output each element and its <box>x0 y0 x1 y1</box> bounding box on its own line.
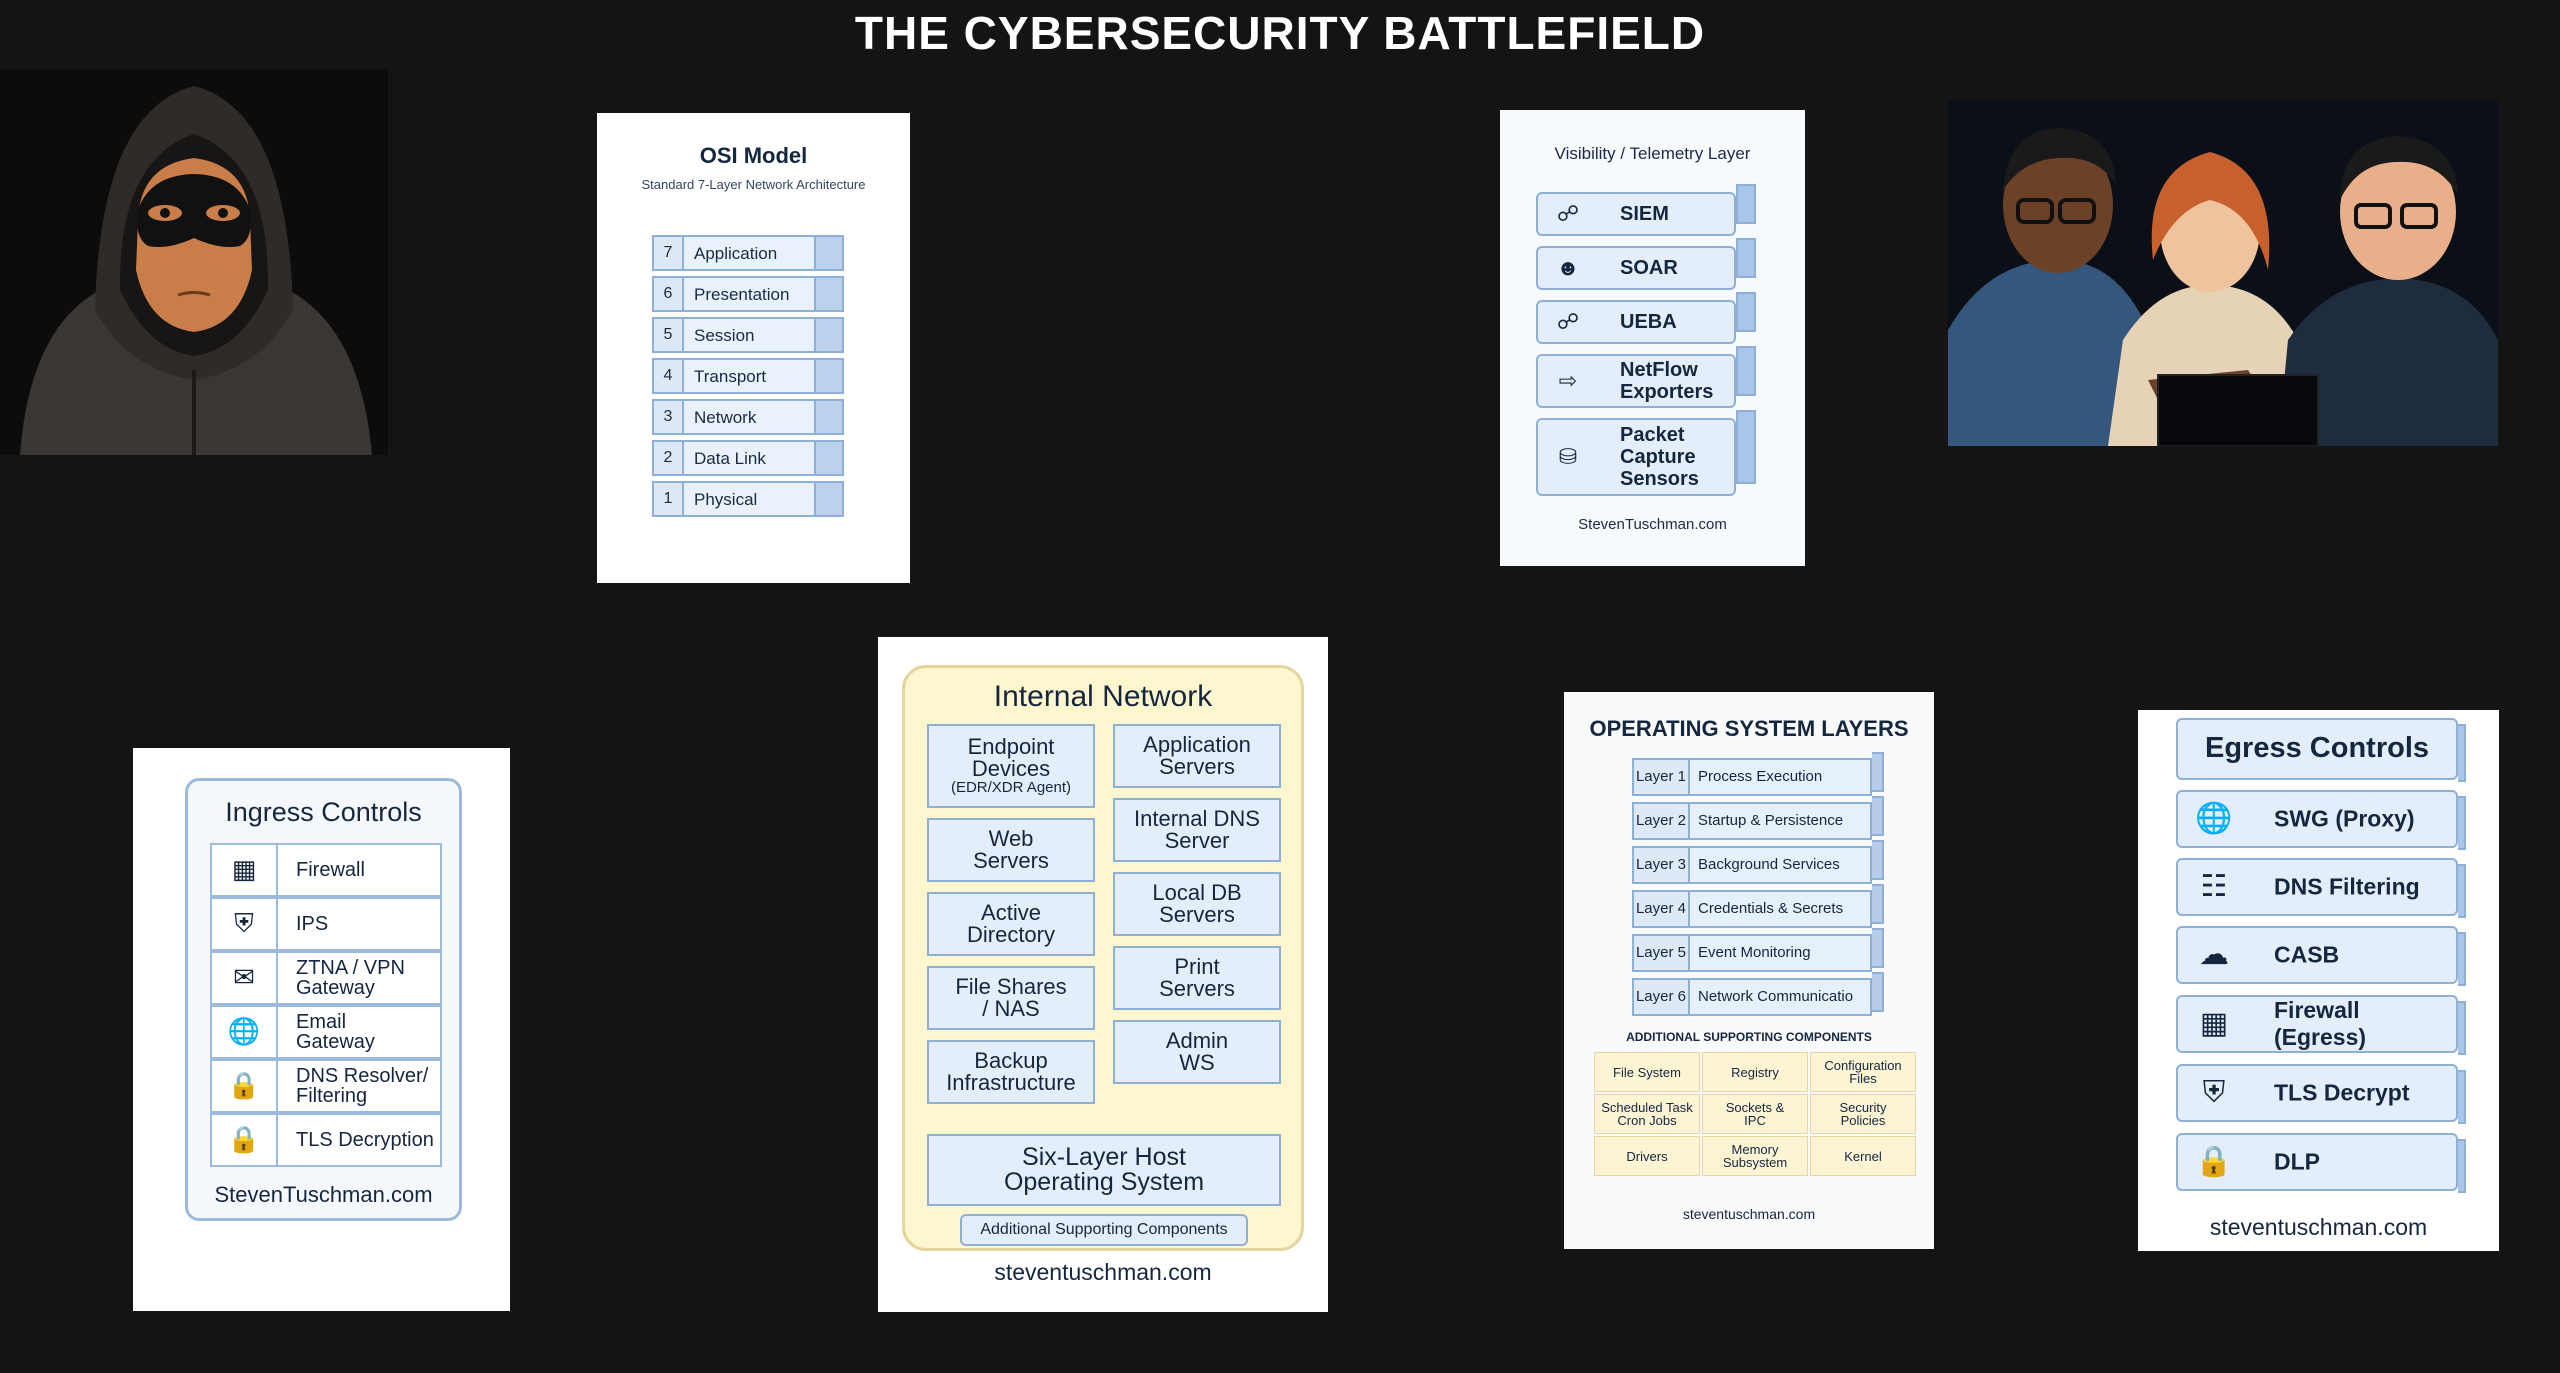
visibility-telemetry-card: Visibility / Telemetry Layer ☍ SIEM ☻ SO… <box>1500 110 1805 566</box>
egress-controls-card: Egress Controls 🌐SWG (Proxy) ☷DNS Filter… <box>2138 710 2499 1251</box>
arrow-box-icon: ⇨ <box>1558 368 1578 393</box>
vis-item-ueba: ☍ UEBA <box>1536 292 1756 344</box>
internal-file-shares: File Shares/ NAS <box>927 966 1095 1030</box>
egress-item-dlp: 🔒DLP <box>2176 1133 2466 1193</box>
vis-item-soar: ☻ SOAR <box>1536 238 1756 290</box>
os-component: File System <box>1594 1052 1700 1092</box>
shield-icon: ⛨ <box>212 899 278 949</box>
visibility-footer: StevenTuschman.com <box>1578 516 1727 533</box>
lock-icon: 🔒 <box>212 1115 278 1165</box>
egress-item-firewall: ▦Firewall (Egress) <box>2176 995 2466 1055</box>
egress-title: Egress Controls <box>2176 718 2466 782</box>
os-supporting-title: ADDITIONAL SUPPORTING COMPONENTS <box>1626 1030 1872 1044</box>
os-title: OPERATING SYSTEM LAYERS <box>1589 716 1909 741</box>
egress-footer: steventuschman.com <box>2209 1214 2428 1240</box>
vis-item-siem: ☍ SIEM <box>1536 184 1756 236</box>
database-icon: ⛁ <box>1558 444 1578 469</box>
firewall-icon: ▦ <box>212 845 278 895</box>
visibility-title: Visibility / Telemetry Layer <box>1554 144 1751 163</box>
network-icon: ☷ <box>2200 870 2228 903</box>
share-nodes-icon: ☍ <box>1556 201 1580 226</box>
osi-subtitle: Standard 7-Layer Network Architecture <box>641 177 866 192</box>
ingress-controls-card: Ingress Controls ▦ Firewall ⛨ IPS ✉ ZTNA… <box>133 748 510 1311</box>
share-nodes-icon: ☍ <box>1556 309 1580 334</box>
ingress-item-dns: 🔒 DNS Resolver/Filtering <box>210 1059 442 1113</box>
osi-model-card: OSI Model Standard 7-Layer Network Archi… <box>597 113 910 583</box>
cloud-icon: ☁ <box>2199 938 2229 971</box>
ingress-frame: Ingress Controls ▦ Firewall ⛨ IPS ✉ ZTNA… <box>185 778 462 1221</box>
shield-check-icon: ⛨ <box>2202 1076 2226 1109</box>
os-component: Sockets &IPC <box>1702 1094 1808 1134</box>
envelope-icon: ✉ <box>212 953 278 1003</box>
internal-footer: steventuschman.com <box>994 1259 1212 1285</box>
egress-item-dns-filtering: ☷DNS Filtering <box>2176 858 2466 918</box>
internal-additional-components: Additional Supporting Components <box>960 1214 1248 1246</box>
osi-title: OSI Model <box>699 143 808 168</box>
lock-icon: 🔒 <box>2195 1145 2233 1178</box>
os-component: Kernel <box>1810 1136 1916 1176</box>
user-icon: ☻ <box>1556 255 1580 280</box>
egress-item-casb: ☁CASB <box>2176 926 2466 986</box>
globe-icon: 🌐 <box>2195 802 2233 835</box>
ingress-item-ips: ⛨ IPS <box>210 897 442 951</box>
os-component: Drivers <box>1594 1136 1700 1176</box>
firewall-icon: ▦ <box>2199 1007 2229 1040</box>
ingress-item-firewall: ▦ Firewall <box>210 843 442 897</box>
lock-icon: 🔒 <box>212 1061 278 1111</box>
internal-title: Internal Network <box>993 680 1213 713</box>
ingress-item-tls: 🔒 TLS Decryption <box>210 1113 442 1167</box>
hacker-illustration <box>0 70 388 455</box>
defenders-team-illustration <box>1948 100 2498 446</box>
os-component: Registry <box>1702 1052 1808 1092</box>
page-title: THE CYBERSECURITY BATTLEFIELD <box>854 7 1706 59</box>
egress-item-swg: 🌐SWG (Proxy) <box>2176 790 2466 850</box>
ingress-title: Ingress Controls <box>225 797 422 827</box>
ingress-footer: StevenTuschman.com <box>214 1182 433 1207</box>
os-footer: steventuschman.com <box>1682 1206 1816 1222</box>
egress-item-tls-decrypt: ⛨TLS Decrypt <box>2176 1064 2466 1124</box>
globe-icon: 🌐 <box>212 1007 278 1057</box>
